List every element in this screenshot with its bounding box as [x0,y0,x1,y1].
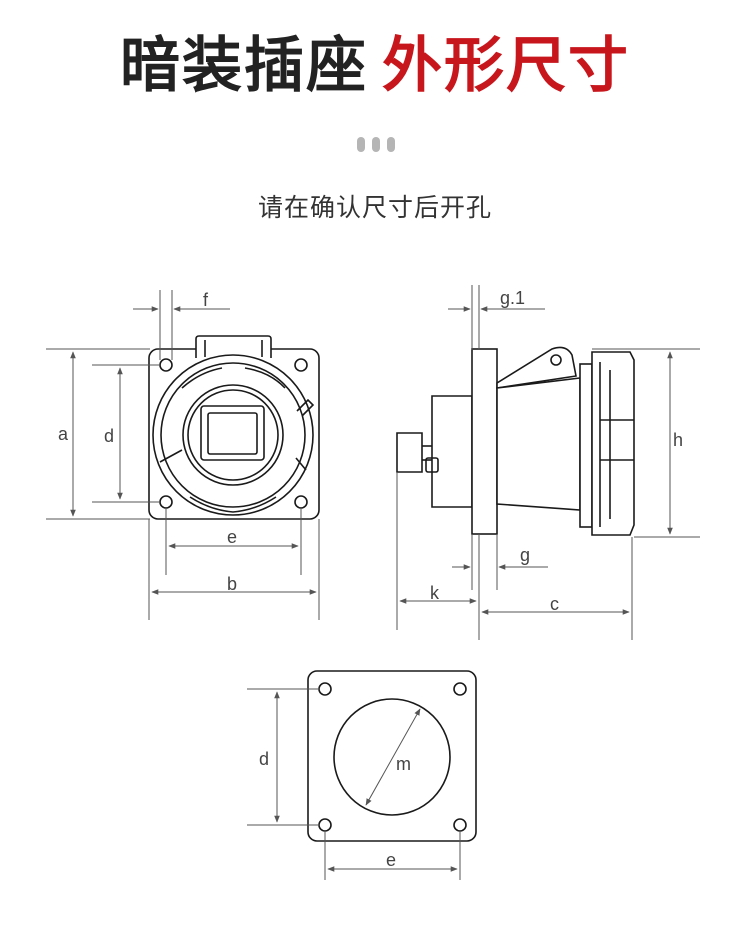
label-g: g [520,545,530,565]
label-c: c [550,594,559,614]
label-a: a [58,424,69,444]
label-m: m [396,754,411,774]
front-view [148,335,320,520]
label-d-front: d [104,426,114,446]
cutout-dimensions [247,688,461,880]
front-dimensions [46,290,320,620]
label-e-front: e [227,527,237,547]
divider-dots [357,137,402,156]
label-h: h [673,430,683,450]
label-f: f [203,290,209,310]
side-dimensions [396,285,700,640]
label-g1: g.1 [500,288,525,308]
title-part2: 外形尺寸 [382,31,630,101]
title-part1: 暗装插座 [120,31,368,101]
label-b: b [227,574,237,594]
label-k: k [430,583,440,603]
page-title: 暗装插座外形尺寸 [0,28,750,104]
subtitle: 请在确认尺寸后开孔 [257,193,492,222]
label-d-cutout: d [259,749,269,769]
cutout-view [307,670,477,842]
label-e-cutout: e [386,850,396,870]
side-view [396,346,635,536]
